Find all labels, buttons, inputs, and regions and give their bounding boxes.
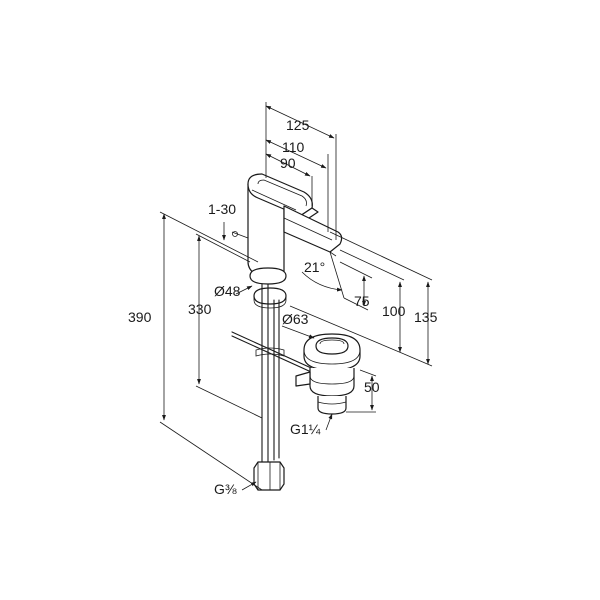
dim-angle-21: 21° [301,251,345,299]
label-angle-21: 21° [304,259,325,275]
dim-thread-g3-8: G⅜ [214,481,257,497]
tap-body [231,173,343,309]
popup-rod [231,331,321,377]
label-110: 110 [282,139,305,155]
label-50: 50 [364,379,380,395]
dim-thread-g1-1-4: G1¼ [290,413,333,437]
dim-50: 50 [346,369,380,413]
label-125: 125 [286,117,310,133]
dim-diameter-48: Ø48 [214,283,253,299]
supply-hoses [253,283,285,491]
dim-110: 110 [265,139,329,232]
dim-100: 100 [289,249,406,355]
label-390: 390 [128,309,152,325]
label-thread-g3-8: G⅜ [214,481,237,497]
dim-135: 135 [329,231,438,367]
label-diameter-48: Ø48 [214,283,241,299]
label-thread-g1-1-4: G1¼ [290,421,321,437]
dim-75: 75 [339,261,373,311]
dim-90: 90 [265,153,313,206]
dim-1-30: 1-30 [208,201,236,241]
label-90: 90 [280,155,296,171]
label-330: 330 [188,301,212,317]
label-diameter-63: Ø63 [282,311,309,327]
label-1-30: 1-30 [208,201,236,217]
label-75: 75 [354,293,370,309]
waste-valve [295,333,361,415]
dim-diameter-63: Ø63 [281,311,315,339]
dim-330: 330 [188,233,263,419]
label-135: 135 [414,309,438,325]
dim-390: 390 [128,211,263,491]
label-100: 100 [382,303,406,319]
